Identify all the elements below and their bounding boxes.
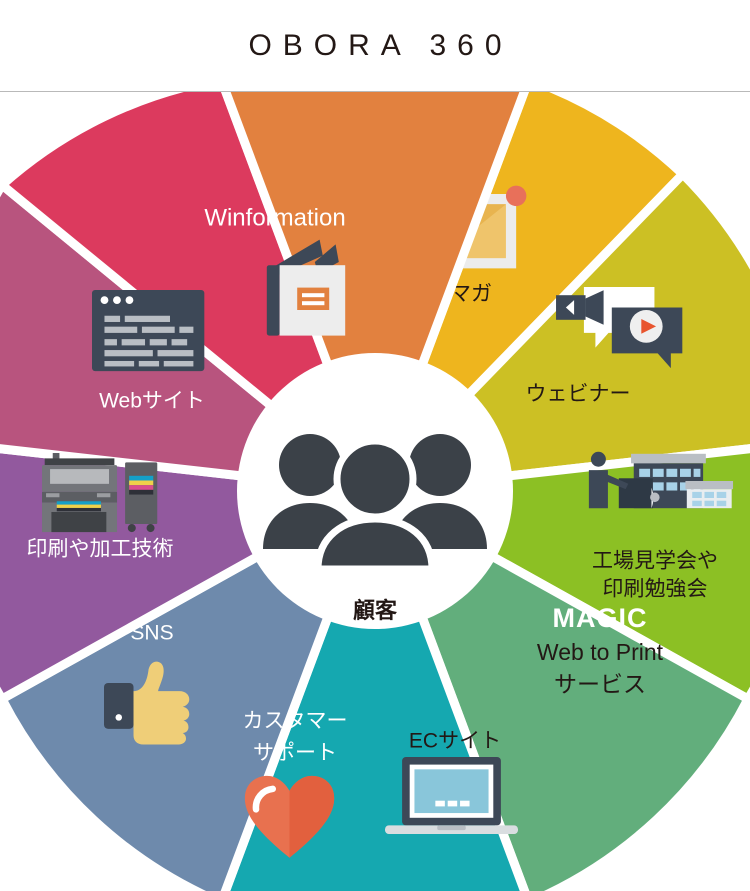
wheel-center-hub: 顧客 <box>237 353 513 629</box>
wheel-diagram: メルマガ ウェビナー 工場見学会や 印刷勉強 <box>0 92 750 891</box>
center-hub-circle <box>237 353 513 629</box>
page-title: OBORA 360 <box>248 28 513 62</box>
segment-winformation[interactable]: Winformation <box>204 92 529 504</box>
segment-customer-support-label-line-2: サポート <box>253 742 337 765</box>
segment-magic-service-label: サービス <box>554 671 646 697</box>
segment-printing-processing-label: 印刷や加工技術 <box>27 538 174 561</box>
segment-customer-support-label-line-1: カスタマー <box>243 710 348 733</box>
center-hub-label: 顧客 <box>353 598 398 623</box>
segment-magic-subtitle-label: Web to Print <box>537 639 664 665</box>
segment-winformation-label: Winformation <box>204 204 345 231</box>
page-header: OBORA 360 <box>0 0 750 92</box>
segment-factory-tour-label-line-2: 印刷勉強会 <box>603 578 708 601</box>
segment-magic-brand-label: MAGIC <box>553 603 648 633</box>
segment-factory-tour-label-line-1: 工場見学会や <box>592 550 718 573</box>
segment-winformation-wedge[interactable] <box>221 92 529 504</box>
segment-sns-label: SNS <box>130 622 173 645</box>
segment-webinar-label: ウェビナー <box>526 383 631 406</box>
segment-website-label: Webサイト <box>99 390 205 413</box>
service-wheel: メルマガ ウェビナー 工場見学会や 印刷勉強 <box>0 92 750 891</box>
segment-ec-site-label: ECサイト <box>409 730 501 753</box>
